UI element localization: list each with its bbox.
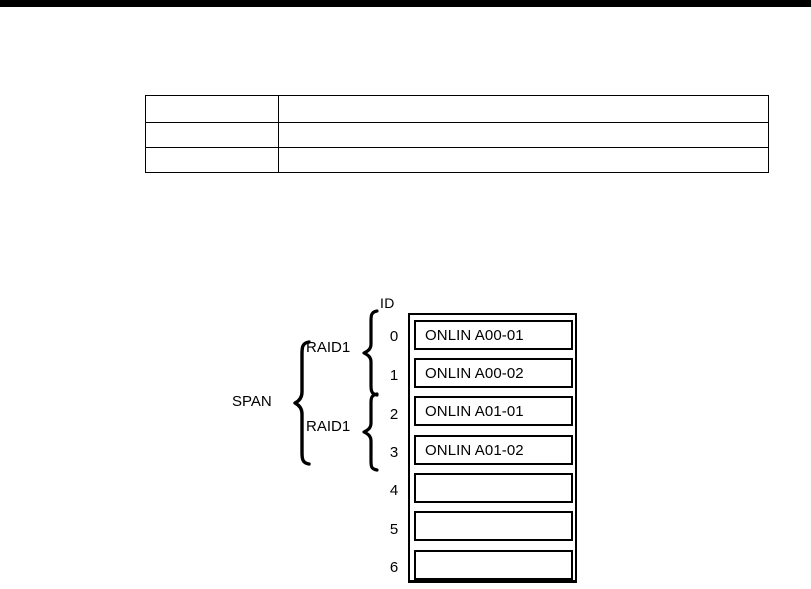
id-column-header: ID [380,295,395,311]
bay-id-6: 6 [389,559,399,576]
drive-bay-chassis: ONLIN A00-01 ONLIN A00-02 ONLIN A01-01 O… [408,313,577,583]
drive-bay-2[interactable]: ONLIN A01-01 [414,396,573,426]
table-row [145,122,769,148]
drive-bay-6[interactable] [414,550,573,580]
drive-bay-1[interactable]: ONLIN A00-02 [414,358,573,388]
drive-bay-label-3: ONLIN A01-02 [425,441,524,459]
specification-table [145,95,769,173]
table-cell-value [278,122,769,148]
drive-bay-0[interactable]: ONLIN A00-01 [414,320,573,350]
span-brace-icon [293,340,311,466]
bay-id-1: 1 [389,367,399,384]
table-cell-value [278,147,769,173]
bay-id-3: 3 [389,444,399,461]
drive-bay-label-1: ONLIN A00-02 [425,364,524,382]
raid-group-label-1: RAID1 [306,339,351,356]
raid-brace-icon-1 [362,309,379,397]
table-row [145,147,769,173]
top-black-rule [0,0,811,7]
drive-bay-4[interactable] [414,473,573,503]
bay-id-4: 4 [389,482,399,499]
drive-bay-5[interactable] [414,511,573,541]
bay-id-2: 2 [389,406,399,423]
drive-bay-label-2: ONLIN A01-01 [425,402,524,420]
drive-bay-3[interactable]: ONLIN A01-02 [414,435,573,465]
bay-id-5: 5 [389,521,399,538]
bay-id-0: 0 [389,328,399,345]
raid-brace-icon-2 [362,392,379,472]
drive-bay-label-0: ONLIN A00-01 [425,326,524,344]
span-group-label: SPAN [232,393,272,410]
raid-group-label-2: RAID1 [306,418,351,435]
table-body [145,95,769,173]
